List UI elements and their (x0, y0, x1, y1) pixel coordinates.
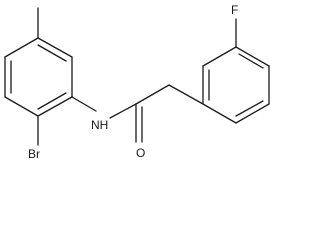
double-bond-inner (238, 53, 264, 69)
bond (4, 96, 39, 117)
bond (37, 96, 73, 117)
double-bond-inner (235, 100, 264, 117)
molecule-structure: Br NH O F (4, 3, 270, 161)
nh-label: NH (91, 118, 108, 132)
oxygen-label: O (136, 146, 145, 160)
fluorine-label: F (231, 3, 238, 17)
bromine-label: Br (28, 147, 40, 161)
right-benzene-ring (202, 46, 270, 124)
structure-canvas: Br NH O F (4, 3, 270, 161)
bond (202, 46, 237, 67)
double-bond-inner (37, 44, 67, 62)
bond (37, 37, 73, 58)
carbonyl-ch2-bond (135, 84, 170, 105)
bond (235, 103, 270, 124)
bond (235, 46, 270, 67)
bond (202, 103, 237, 124)
bond (4, 37, 39, 58)
c-n-bond (71, 96, 97, 112)
double-bond-inner (37, 92, 67, 110)
n-carbonyl-bond (109, 103, 137, 119)
ch2-aryl-bond (168, 84, 204, 105)
left-benzene-ring (4, 37, 73, 117)
